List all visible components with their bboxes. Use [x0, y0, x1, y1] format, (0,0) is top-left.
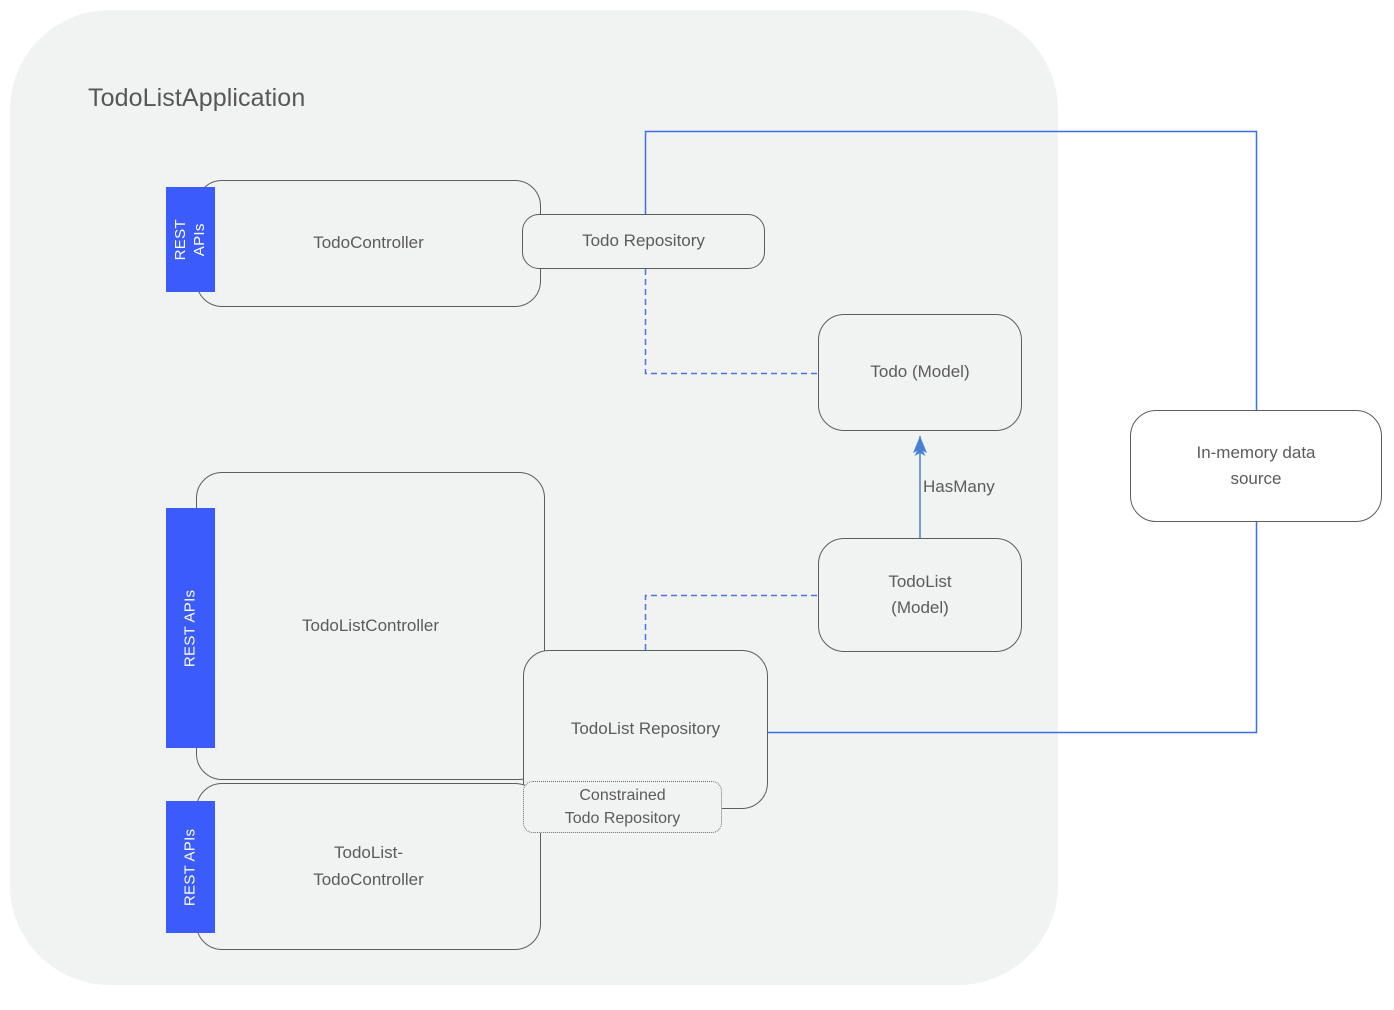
rest-api-badge-todolist-todo-controller: REST APIs: [166, 801, 215, 933]
node-todolist-model-label: TodoList (Model): [888, 569, 951, 622]
node-todo-controller[interactable]: TodoController: [196, 180, 541, 307]
node-todolist-todo-controller-line2: TodoController: [313, 869, 424, 889]
node-todolist-todo-controller-line1: TodoList-: [334, 843, 403, 863]
node-todo-repository[interactable]: Todo Repository: [522, 214, 765, 269]
node-constrained-todo-repository-line2: Todo Repository: [564, 810, 681, 827]
node-in-memory-data-source-line2: source: [1230, 469, 1282, 488]
rest-api-badge-todo-controller-label: REST APIs: [171, 218, 208, 261]
rest-api-badge-todolist-todo-controller-label: REST APIs: [181, 828, 199, 906]
node-todolist-model-line2: (Model): [891, 598, 949, 617]
node-constrained-todo-repository-line1: Constrained: [579, 786, 666, 804]
edge-label-has-many: HasMany: [923, 477, 995, 496]
node-todolist-controller[interactable]: TodoListController: [196, 472, 545, 780]
node-todolist-repository-label: TodoList Repository: [570, 719, 721, 739]
node-todolist-model[interactable]: TodoList (Model): [818, 538, 1022, 652]
node-in-memory-data-source-label: In-memory data source: [1196, 440, 1315, 493]
node-todo-repository-label: Todo Repository: [582, 231, 705, 251]
page-title: TodoListApplication: [88, 84, 306, 112]
node-todolist-todo-controller-label: TodoList- TodoController: [313, 840, 424, 893]
rest-api-badge-todolist-controller-label: REST APIs: [181, 589, 199, 667]
node-constrained-todo-repository[interactable]: Constrained Todo Repository: [523, 781, 722, 833]
node-todo-model-label: Todo (Model): [870, 362, 970, 382]
node-in-memory-data-source[interactable]: In-memory data source: [1130, 410, 1382, 522]
node-todo-controller-label: TodoController: [313, 233, 424, 253]
node-in-memory-data-source-line1: In-memory data: [1196, 442, 1316, 462]
node-todo-model[interactable]: Todo (Model): [818, 314, 1022, 431]
rest-api-badge-todolist-controller: REST APIs: [166, 508, 215, 748]
rest-api-badge-todo-controller: REST APIs: [166, 187, 215, 292]
node-todolist-model-line1: TodoList: [888, 571, 952, 591]
node-constrained-todo-repository-label: Constrained Todo Repository: [565, 784, 681, 830]
node-todolist-controller-label: TodoListController: [301, 615, 439, 635]
node-todolist-todo-controller[interactable]: TodoList- TodoController: [196, 783, 541, 950]
